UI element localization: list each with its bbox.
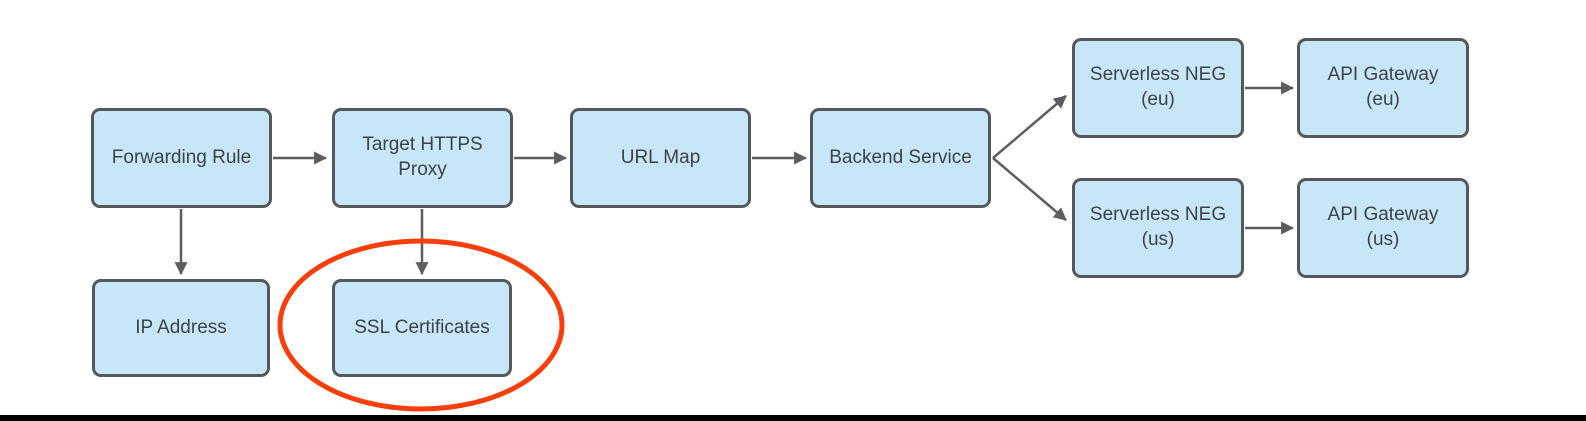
node-ip-address: IP Address	[92, 279, 270, 377]
bottom-black-bar	[0, 415, 1586, 421]
node-label: Serverless NEG(us)	[1089, 204, 1227, 250]
node-ssl-certificates: SSL Certificates	[332, 279, 512, 377]
node-api-gateway-eu: API Gateway(eu)	[1297, 38, 1469, 138]
arrow-backend-service-to-serverless-neg-us	[992, 157, 1067, 221]
node-label: Backend Service	[829, 146, 972, 168]
node-label: API Gateway(us)	[1327, 204, 1439, 250]
node-serverless-neg-us: Serverless NEG(us)	[1072, 178, 1244, 278]
node-backend-service: Backend Service	[810, 108, 991, 208]
node-forwarding-rule: Forwarding Rule	[91, 108, 272, 208]
node-url-map: URL Map	[570, 108, 751, 208]
node-label: URL Map	[620, 146, 701, 168]
node-api-gateway-us: API Gateway(us)	[1297, 178, 1469, 278]
arrow-backend-service-to-serverless-neg-eu	[992, 95, 1067, 159]
node-label: SSL Certificates	[354, 316, 490, 338]
node-serverless-neg-eu: Serverless NEG(eu)	[1072, 38, 1244, 138]
node-label: API Gateway(eu)	[1327, 64, 1439, 110]
node-label: Forwarding Rule	[111, 146, 252, 168]
node-label: IP Address	[135, 316, 227, 338]
node-label: Serverless NEG(eu)	[1089, 64, 1227, 110]
